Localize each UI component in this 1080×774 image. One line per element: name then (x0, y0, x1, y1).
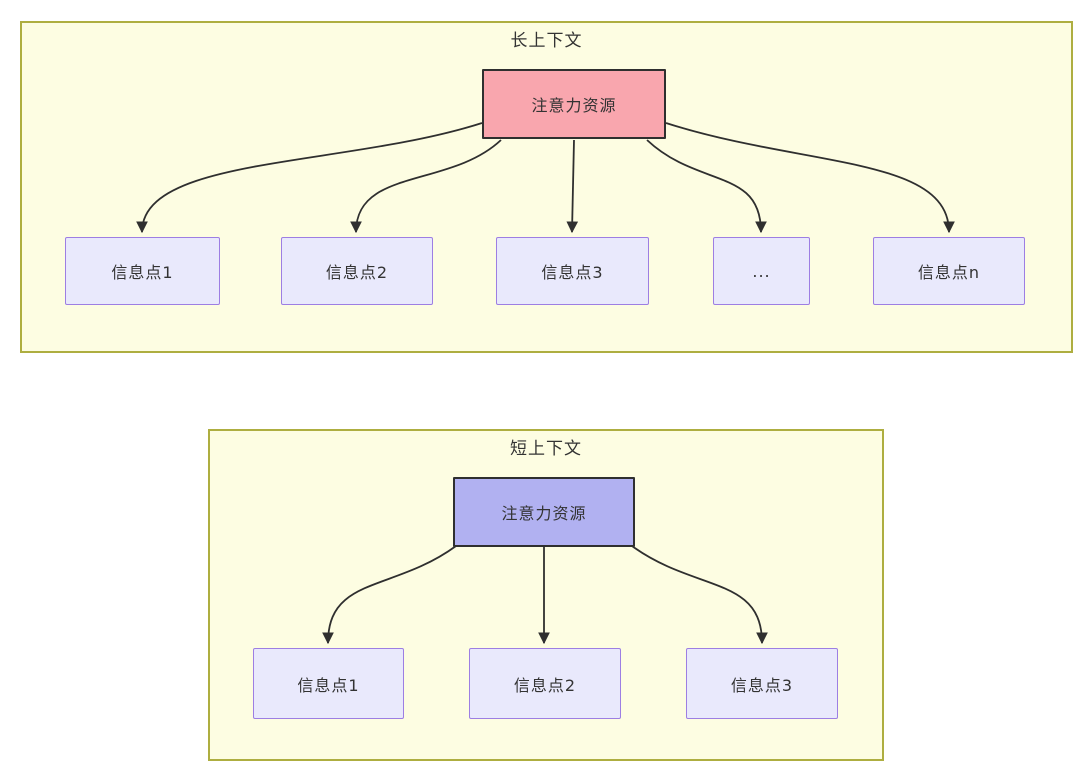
info-node-short-3: 信息点3 (686, 648, 838, 719)
info-node-long-2: 信息点2 (281, 237, 433, 305)
info-node-short-2: 信息点2 (469, 648, 621, 719)
info-node-long-3: 信息点3 (496, 237, 649, 305)
info-node-long-n-label: 信息点n (917, 263, 981, 282)
info-node-short-2-label: 信息点2 (513, 675, 577, 695)
info-node-short-1: 信息点1 (253, 648, 404, 719)
attention-node-long: 注意力资源 (482, 69, 666, 139)
attention-node-short: 注意力资源 (453, 477, 635, 547)
attention-node-long-label: 注意力资源 (531, 96, 617, 115)
info-node-long-1: 信息点1 (65, 237, 220, 305)
info-node-long-3-label: 信息点3 (541, 263, 604, 282)
long-context-title: 长上下文 (510, 31, 583, 51)
short-context-panel: 短上下文 注意力资源 信息点1 信息点2 信息点3 (208, 429, 884, 761)
long-context-panel: 长上下文 注意力资源 信息点1 信息点2 信息点3 ... 信息点n (20, 21, 1073, 353)
info-node-long-ellipsis: ... (713, 237, 810, 305)
info-node-short-1-label: 信息点1 (297, 675, 360, 695)
info-node-long-n: 信息点n (873, 237, 1025, 305)
short-context-title: 短上下文 (510, 439, 582, 459)
attention-node-short-label: 注意力资源 (501, 504, 587, 523)
info-node-long-1-label: 信息点1 (111, 263, 174, 282)
info-node-long-ellipsis-label: ... (752, 261, 771, 281)
info-node-long-2-label: 信息点2 (325, 263, 389, 282)
info-node-short-3-label: 信息点3 (730, 675, 794, 695)
